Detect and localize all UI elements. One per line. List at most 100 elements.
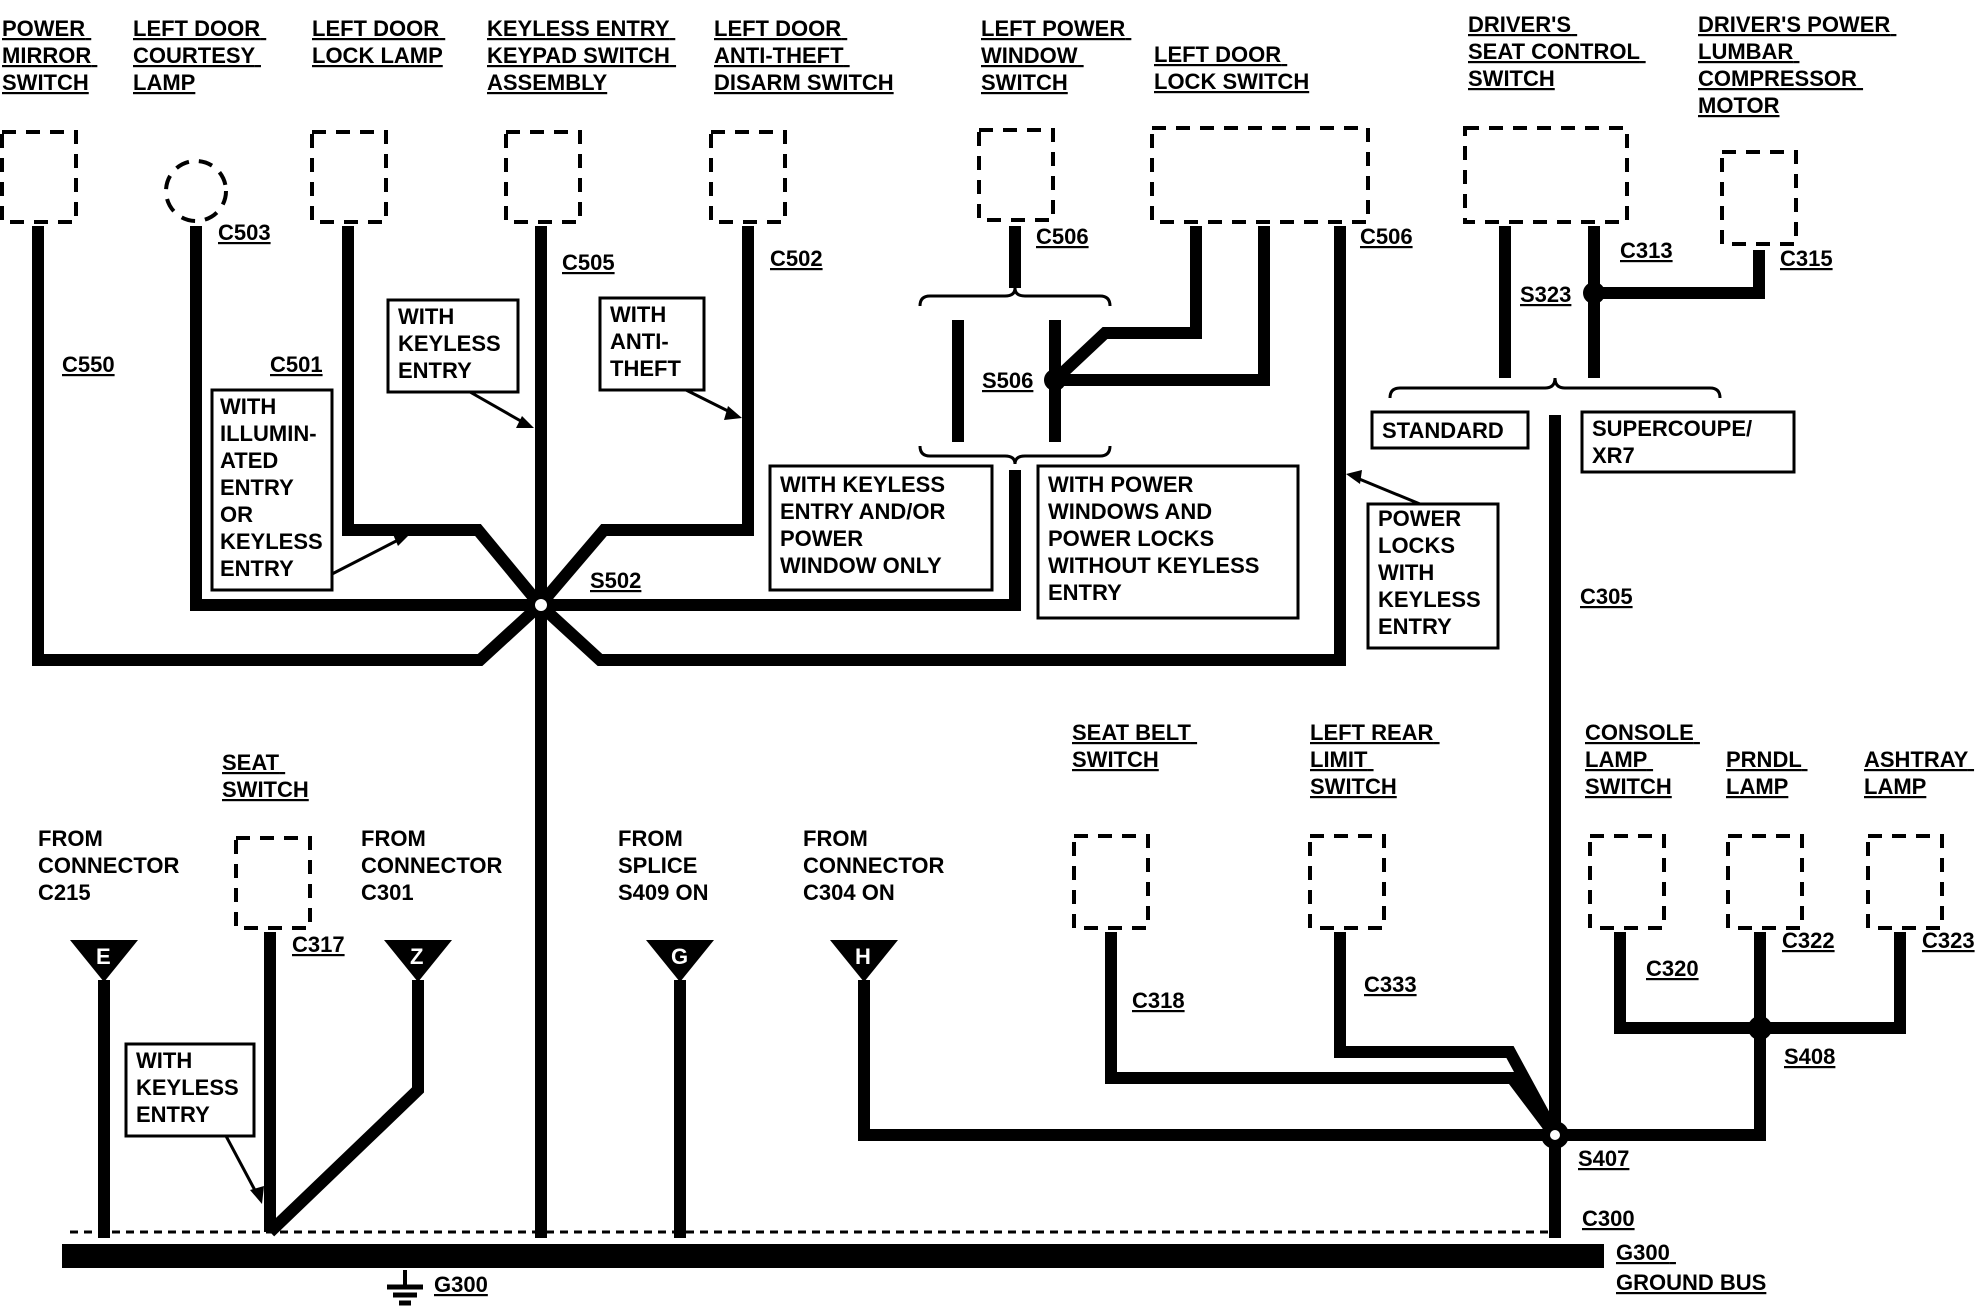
connector-c505: C505: [562, 250, 615, 275]
prndl-lamp-box: [1726, 834, 1804, 930]
note-antitheft-box: [598, 296, 706, 392]
splice-s502-label: S502: [590, 568, 641, 593]
note-keyless-1-arrowhead: [516, 416, 534, 428]
drivers-seat-control-label: DRIVER'S SEAT CONTROL SWITCH: [1468, 12, 1646, 91]
door-lock-switch-box: [1150, 126, 1370, 224]
splice-s408-label: S408: [1784, 1044, 1835, 1069]
note-power-windows-text: WITH POWER WINDOWS AND POWER LOCKS WITHO…: [1048, 472, 1266, 605]
s506-top-bracket: [918, 287, 1112, 307]
wire-seat-belt: [1105, 932, 1560, 1139]
connector-c313: C313: [1620, 238, 1673, 263]
connector-c305: C305: [1580, 584, 1633, 609]
ashtray-lamp-box: [1866, 834, 1944, 930]
note-supercoupe-text: SUPERCOUPE/ XR7: [1592, 416, 1758, 468]
wire-antitheft: [535, 226, 754, 609]
wire-limit-switch: [1334, 932, 1561, 1138]
ground-bus-bar: [62, 1244, 1604, 1268]
keyless-entry-keypad-label: KEYLESS ENTRY KEYPAD SWITCH ASSEMBLY: [487, 16, 676, 95]
note-antitheft-text: WITH ANTI- THEFT: [610, 302, 681, 381]
wire-tag-h: [858, 980, 1555, 1141]
wire-lock-to-s506-a: [1050, 226, 1202, 385]
seat-bracket: [1388, 377, 1722, 399]
note-power-locks-arrow: [1351, 474, 1421, 506]
connector-c501: C501: [270, 352, 323, 377]
lock-lamp-box: [310, 130, 388, 224]
seat-belt-switch-label: SEAT BELT SWITCH: [1072, 720, 1197, 772]
g300-symbol-label: G300: [434, 1272, 488, 1297]
tag-h-letter: H: [855, 944, 871, 969]
connector-c333: C333: [1364, 972, 1417, 997]
connector-c550: C550: [62, 352, 115, 377]
wire-lock-lamp: [342, 226, 545, 609]
note-supercoupe-box: [1580, 410, 1796, 474]
ashtray-lamp-label: ASHTRAY LAMP: [1864, 747, 1974, 799]
power-mirror-switch-label: POWER MIRROR SWITCH: [2, 16, 97, 95]
console-lamp-switch-box: [1588, 834, 1666, 930]
tag-z-letter: Z: [410, 944, 423, 969]
splice-s407-center: [1550, 1130, 1560, 1140]
connector-c506-window: C506: [1036, 224, 1089, 249]
connector-c317: C317: [292, 932, 345, 957]
seat-switch-box: [234, 836, 312, 930]
note-antitheft-arrow: [685, 388, 735, 416]
connector-c320: C320: [1646, 956, 1699, 981]
tag-g-symbol: [646, 940, 714, 982]
connector-c300: C300: [1582, 1206, 1635, 1231]
left-door-lock-switch-label: LEFT DOOR LOCK SWITCH: [1154, 42, 1309, 94]
wire-s506-out: [540, 470, 1021, 611]
note-keyless-1-arrow: [469, 390, 527, 426]
seat-control-switch-box: [1463, 126, 1629, 224]
note-keyless-2-arrow: [224, 1135, 260, 1197]
left-door-lock-lamp-label: LEFT DOOR LOCK LAMP: [312, 16, 445, 68]
note-keyless-1-box: [386, 298, 520, 394]
ground-bus-label: G300 GROUND BUS: [1616, 1240, 1766, 1295]
note-illuminated-box: [210, 388, 334, 592]
note-keyless-2-text: WITH KEYLESS ENTRY: [136, 1048, 245, 1127]
s506-bottom-bracket: [918, 445, 1112, 465]
limit-switch-box: [1308, 834, 1386, 930]
console-lamp-switch-label: CONSOLE LAMP SWITCH: [1585, 720, 1700, 799]
splice-s506-dot: [1044, 369, 1066, 391]
tag-g-letter: G: [671, 944, 688, 969]
courtesy-lamp-symbol: [164, 159, 228, 223]
connector-c503: C503: [218, 220, 271, 245]
note-keyless-1-text: WITH KEYLESS ENTRY: [398, 304, 507, 383]
note-antitheft-arrowhead: [724, 406, 742, 420]
wire-s408: [1555, 932, 1766, 1141]
note-power-locks-text: POWER LOCKS WITH KEYLESS ENTRY: [1378, 506, 1487, 639]
wire-tag-z: [265, 980, 424, 1237]
tag-h-symbol: [830, 940, 898, 982]
from-c215-label: FROM CONNECTOR C215: [38, 826, 186, 905]
ground-symbol: [387, 1270, 423, 1306]
note-keyless-2-box: [124, 1042, 256, 1138]
note-power-locks-box: [1366, 502, 1500, 650]
connector-c322: C322: [1782, 928, 1835, 953]
splice-s408-dot: [1748, 1016, 1772, 1040]
left-door-courtesy-lamp-label: LEFT DOOR COURTESY LAMP: [133, 16, 266, 95]
wire-door-lock-c506: [535, 226, 1346, 666]
note-power-locks-arrowhead: [1346, 470, 1362, 484]
splice-s323-dot: [1583, 282, 1605, 304]
limit-switch-label: LEFT REAR LIMIT SWITCH: [1310, 720, 1440, 799]
lumbar-motor-box: [1720, 150, 1798, 246]
note-keyless-2-arrowhead: [250, 1186, 264, 1204]
connector-c315: C315: [1780, 246, 1833, 271]
note-standard-text: STANDARD: [1382, 418, 1504, 443]
left-door-antitheft-label: LEFT DOOR ANTI-THEFT DISARM SWITCH: [714, 16, 894, 95]
note-illuminated-text: WITH ILLUMIN- ATED ENTRY OR KEYLESS ENTR…: [220, 394, 329, 581]
from-c304-label: FROM CONNECTOR C304 ON: [803, 826, 951, 905]
seat-belt-switch-box: [1072, 834, 1150, 930]
connector-c506-lock: C506: [1360, 224, 1413, 249]
splice-s323-label: S323: [1520, 282, 1571, 307]
splice-s502-dot: [527, 591, 555, 619]
wire-lumbar: [1594, 250, 1765, 299]
wire-courtesy-lamp: [190, 226, 540, 611]
wire-lock-to-s506-b: [1055, 226, 1270, 386]
power-mirror-switch-box: [0, 130, 78, 224]
note-standard-box: [1370, 410, 1530, 450]
tag-e-symbol: [70, 940, 138, 982]
left-power-window-label: LEFT POWER WINDOW SWITCH: [981, 16, 1131, 95]
note-illuminated-arrow: [331, 536, 403, 576]
power-window-switch-box: [977, 128, 1055, 222]
